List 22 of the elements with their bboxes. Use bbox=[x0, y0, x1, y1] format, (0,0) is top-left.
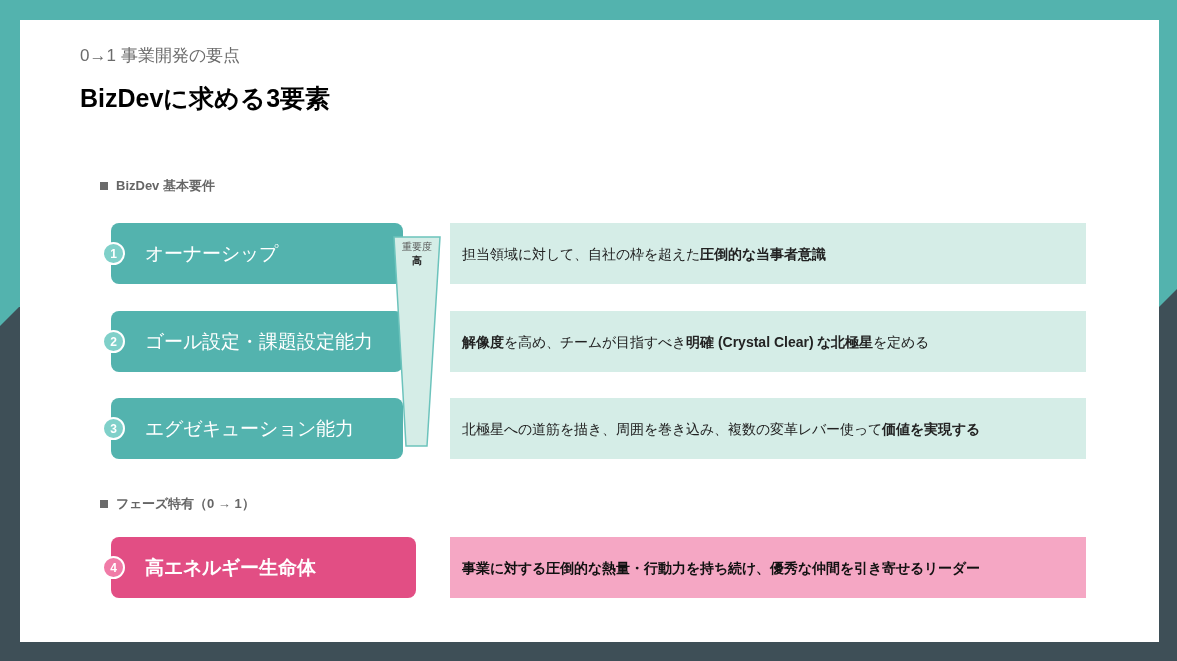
requirement-title: 高エネルギー生命体 bbox=[145, 555, 316, 580]
requirement-title: エグゼキューション能力 bbox=[145, 416, 354, 441]
description-panel bbox=[450, 398, 1086, 459]
requirement-title: オーナーシップ bbox=[145, 241, 278, 266]
requirement-box bbox=[111, 223, 403, 284]
description-panel bbox=[450, 537, 1086, 598]
subtitle: 0→1 事業開発の要点 bbox=[80, 45, 240, 67]
description-text: 北極星への道筋を描き、周囲を巻き込み、複数の変革レバー使って価値を実現する bbox=[462, 419, 980, 439]
description-text: 担当領域に対して、自社の枠を超えた圧倒的な当事者意識 bbox=[462, 244, 826, 264]
requirement-box bbox=[111, 398, 403, 459]
description-panel bbox=[450, 223, 1086, 284]
importance-level: 高 bbox=[412, 255, 422, 267]
title: BizDevに求める3要素 bbox=[80, 83, 331, 114]
requirement-title: ゴール設定・課題設定能力 bbox=[145, 329, 373, 354]
section-heading: BizDev 基本要件 bbox=[116, 177, 215, 195]
requirement-box bbox=[111, 311, 403, 372]
section-heading: フェーズ特有（0 → 1） bbox=[116, 495, 255, 513]
description-panel bbox=[450, 311, 1086, 372]
importance-caption: 重要度 bbox=[402, 241, 432, 253]
description-text: 事業に対する圧倒的な熱量・行動力を持ち続け、優秀な仲間を引き寄せるリーダー bbox=[462, 558, 980, 578]
requirement-box bbox=[111, 537, 416, 598]
description-text: 解像度を高め、チームが目指すべき明確 (Crystal Clear) な北極星を定める bbox=[462, 332, 930, 352]
